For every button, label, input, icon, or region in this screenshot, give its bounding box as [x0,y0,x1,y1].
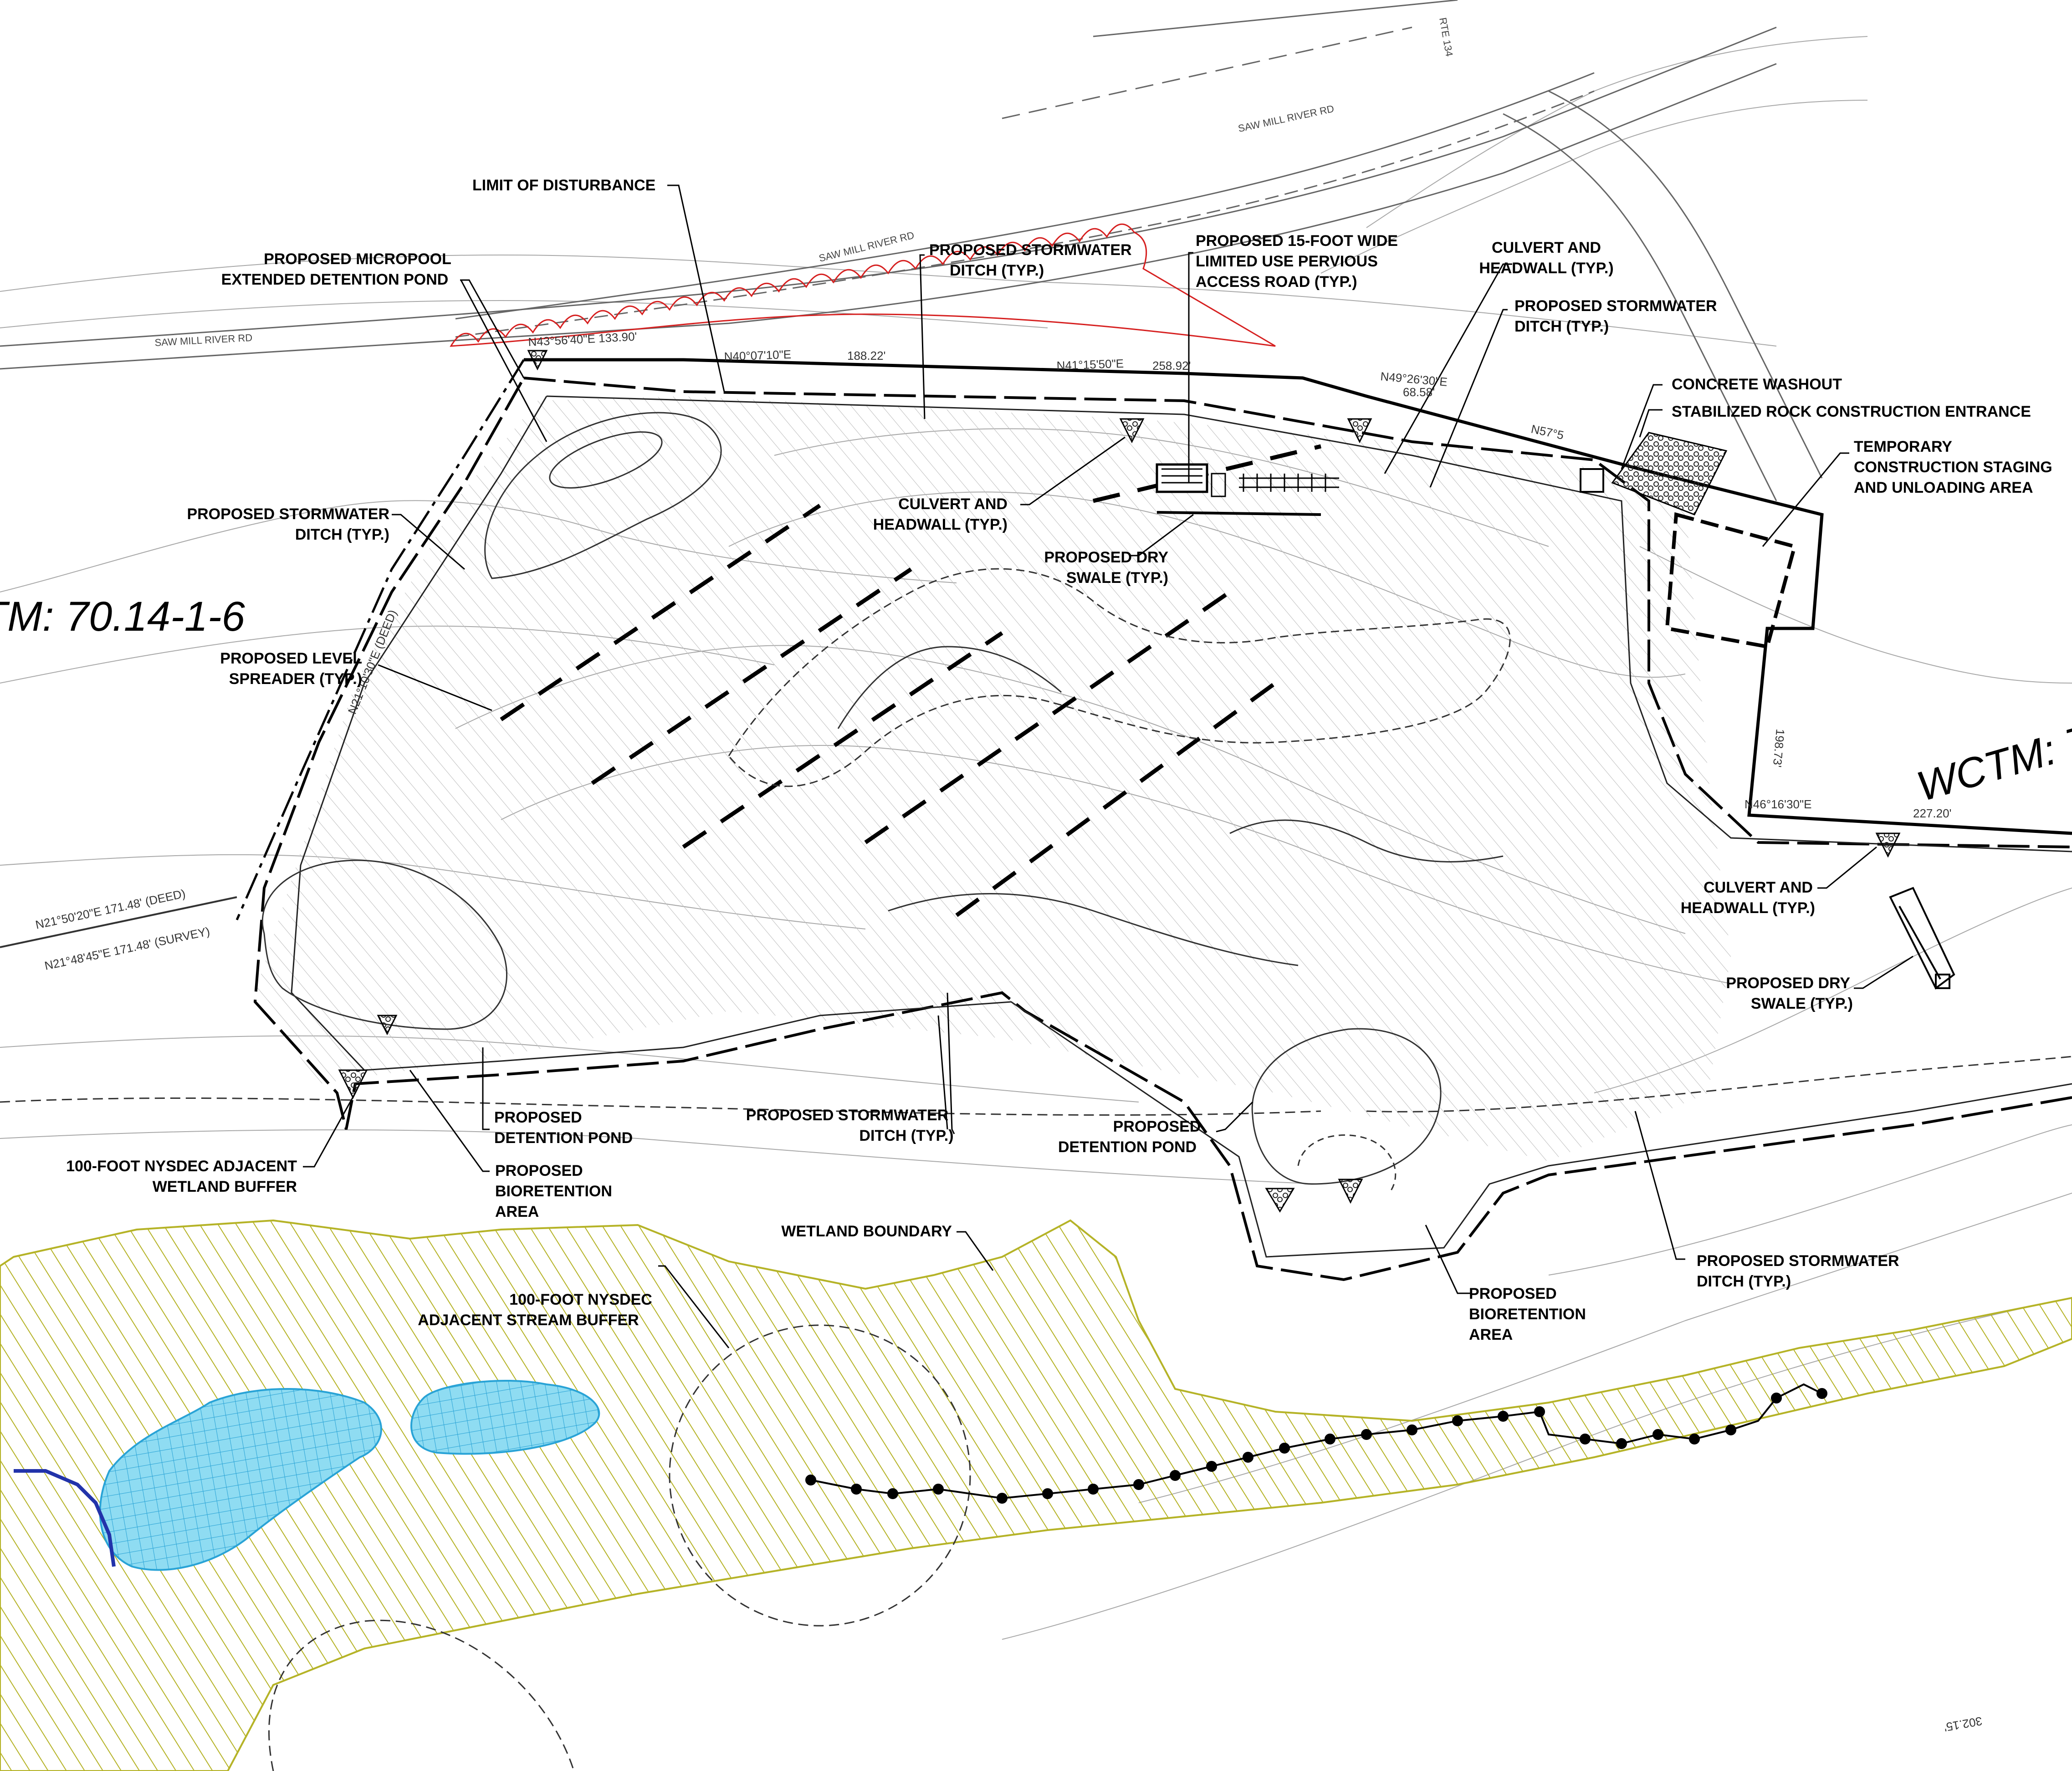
ditch-bot-label-2: DITCH (TYP.) [859,1127,953,1144]
interior-contours [261,412,1511,1194]
bioret-right-label-1: PROPOSED [1469,1285,1557,1302]
dry-swale-right-label-1: PROPOSED DRY [1726,975,1850,992]
concrete-washout-box [1580,468,1604,493]
staging-label-2: CONSTRUCTION STAGING [1854,459,2052,476]
wetland-flag-line [805,1383,1827,1504]
ditch-top-label-1: PROPOSED STORMWATER [929,241,1132,259]
bioret-right-label-3: AREA [1469,1326,1513,1343]
concrete-washout-label: CONCRETE WASHOUT [1672,376,1842,393]
culvert-right-label-1: CULVERT AND [1704,879,1813,896]
stream-buffer-lines [0,1056,2072,1771]
det-pond-left-label-1: PROPOSED [494,1109,582,1126]
det-pond-mid-label-2: DETENTION POND [1058,1138,1197,1156]
stabilized-entrance-label: STABILIZED ROCK CONSTRUCTION ENTRANCE [1672,403,2031,420]
red-limit-line [450,223,1276,347]
wetland-boundary-label: WETLAND BOUNDARY [781,1223,952,1240]
leader-lines [303,184,1913,1348]
culvert-right-label-2: HEADWALL (TYP.) [1681,899,1815,917]
stormwater-ditch-line [291,395,2072,1258]
stream-buffer-label-1: 100-FOOT NYSDEC [509,1291,652,1308]
bearing-3: N41°15'50"E [1056,357,1124,373]
saw-mill-river-road [0,0,1823,501]
limit-of-disturbance-label: LIMIT OF DISTURBANCE [472,177,655,194]
bioret-left-label-2: BIORETENTION [495,1183,612,1200]
access-road-label-1: PROPOSED 15-FOOT WIDE [1196,232,1398,250]
ditch-left-label-2: DITCH (TYP.) [295,526,389,543]
open-water-1 [99,1388,382,1571]
dry-swale-right-label-2: SWALE (TYP.) [1751,995,1853,1012]
dry-swale-mid-label-2: SWALE (TYP.) [1066,569,1168,587]
survey-line [0,896,237,948]
culvert-top-label-2: HEADWALL (TYP.) [1479,260,1613,277]
culvert-mid-label-1: CULVERT AND [898,495,1008,513]
bioret-left-label-1: PROPOSED [495,1162,583,1179]
access-road-label-2: LIMITED USE PERVIOUS [1196,253,1378,270]
micropool-label-2: EXTENDED DETENTION POND [221,271,449,288]
ditch-tr-label-2: DITCH (TYP.) [1514,318,1609,335]
ditch-bot-label-1: PROPOSED STORMWATER [746,1107,949,1124]
bearing-6-length: 227.20' [1913,806,1952,820]
level-spreader-label-2: SPREADER (TYP.) [229,670,362,688]
ditch-br-label-2: DITCH (TYP.) [1697,1273,1791,1290]
ditch-tr-label-1: PROPOSED STORMWATER [1514,297,1717,315]
bioret-right-label-2: BIORETENTION [1469,1306,1586,1323]
tax-lot-left: TM: 70.14-1-6 [0,593,246,640]
dry-swale-mid-label-1: PROPOSED DRY [1044,549,1168,566]
dry-swale-right [1889,887,1955,990]
wetland-buffer-label-2: WETLAND BUFFER [153,1178,297,1195]
stream-buffer-label-2: ADJACENT STREAM BUFFER [418,1312,639,1329]
staging-label-3: AND UNLOADING AREA [1854,479,2033,496]
det-pond-left-label-2: DETENTION POND [494,1129,633,1147]
bearing-4-length: 68.58' [1403,385,1435,399]
ditch-left-label-1: PROPOSED STORMWATER [187,505,389,523]
staging-area-outline [1665,512,1797,649]
graded-area-hatch [255,396,1731,1161]
bearing-10: 198.73' [1770,728,1787,768]
bioret-left-label-3: AREA [495,1203,539,1220]
culvert-headwalls [338,350,1901,1213]
property-line-west [235,359,525,921]
access-road-block [1156,463,1339,516]
culvert-top-label-1: CULVERT AND [1492,239,1601,256]
bearing-3-length: 258.92' [1152,359,1191,373]
access-road-label-3: ACCESS ROAD (TYP.) [1196,273,1357,291]
micropool-label-1: PROPOSED MICROPOOL [264,250,451,268]
level-spreader-label-1: PROPOSED LEVEL [220,650,362,667]
rock-construction-entrance [1611,432,1728,515]
bearing-2-length: 188.22' [847,349,886,362]
culvert-mid-label-2: HEADWALL (TYP.) [873,516,1008,533]
bearing-2: N40°07'10"E [724,347,791,363]
stream-line [14,1469,116,1567]
det-pond-mid-label-1: PROPOSED [1113,1118,1201,1135]
open-water-2 [410,1379,600,1455]
ditch-br-label-1: PROPOSED STORMWATER [1697,1252,1899,1270]
wetland-buffer-label-1: 100-FOOT NYSDEC ADJACENT [66,1158,297,1175]
staging-label-1: TEMPORARY [1854,438,1952,455]
bearing-6: N46°16'30"E [1745,797,1811,811]
ditch-top-label-2: DITCH (TYP.) [950,262,1044,279]
